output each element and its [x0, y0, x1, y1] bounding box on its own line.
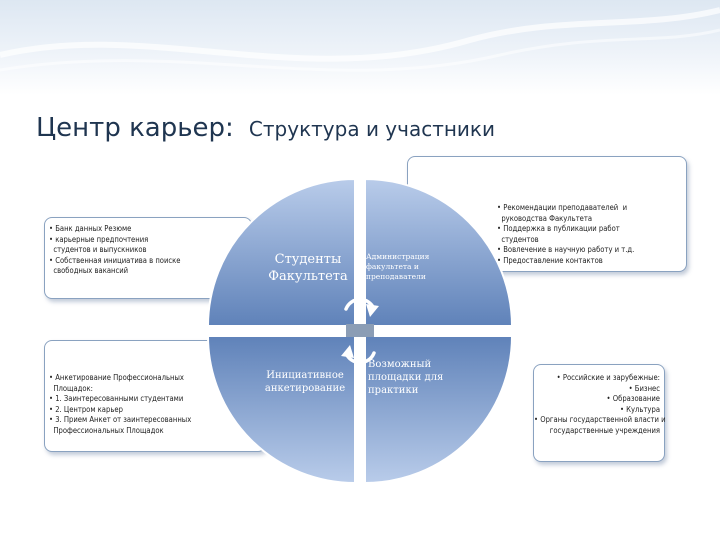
- list-item: • 1. Заинтересованными студентами: [49, 394, 184, 403]
- list-item: студентов: [497, 234, 539, 244]
- list-item: • Вовлечение в научную работу и т.д.: [497, 245, 635, 254]
- list-item: Площадок:: [49, 383, 93, 393]
- list-item: • Рекомендации преподавателей и: [497, 203, 628, 212]
- quadrant-top-left-shape: [206, 177, 356, 327]
- title-main: Центр карьер:: [36, 113, 234, 143]
- list-item: • Предоставление контактов: [497, 255, 603, 265]
- quadrant-bottom-left-shape: [206, 335, 356, 485]
- header-decoration: [0, 7, 720, 72]
- box-bottom-left-list: • Анкетирование Профессиональных Площадо…: [45, 341, 265, 436]
- quadrant-practice-sites: Возможный площадки для практики: [368, 359, 444, 396]
- cycle-arrow-head-icon: [341, 345, 354, 358]
- list-item: руководства Факультета: [497, 213, 593, 223]
- list-item: свободных вакансий: [49, 266, 129, 275]
- quadrant-survey: Инициативное анкетирование: [264, 370, 346, 394]
- box-practice-sites: • Российские и зарубежные:• Бизнес• Обра…: [533, 364, 666, 462]
- list-item: • Образование: [606, 394, 660, 403]
- list-item: • Культура: [619, 404, 660, 414]
- list-item: • Анкетирование Профессиональных: [49, 373, 184, 382]
- quadrant-bottom-right-shape: [364, 335, 514, 485]
- list-item: государственные учреждения: [545, 425, 660, 435]
- list-item: Профессиональных Площадок: [49, 425, 164, 435]
- center-bar: [346, 324, 374, 337]
- list-item: • Российские и зарубежные:: [556, 373, 660, 382]
- list-item: • Банк данных Резюме: [49, 224, 132, 233]
- box-top-right-list: • Рекомендации преподавателей и руководс…: [408, 157, 686, 266]
- list-item: • карьерные предпочтения: [49, 234, 149, 244]
- box-top-left-list: • Банк данных Резюме• карьерные предпочт…: [45, 218, 251, 277]
- cycle-arrow-head-icon: [366, 304, 379, 317]
- quadrant-students: Студенты Факультета: [268, 252, 348, 284]
- list-item: • 2. Центром карьер: [49, 404, 123, 414]
- quadrant-top-right-shape: [364, 177, 514, 327]
- list-item: студентов и выпускников: [49, 245, 147, 254]
- box-bottom-right-list: • Российские и зарубежные:• Бизнес• Обра…: [534, 365, 666, 436]
- title-subtitle: Структура и участники: [248, 117, 496, 141]
- slide-title: Центр карьер: Структура и участники: [36, 113, 495, 143]
- list-item: • Бизнес: [628, 383, 660, 393]
- quadrant-administration: Администрация факультета и преподаватели: [366, 252, 430, 281]
- list-item: • Поддержка в публикации работ: [497, 224, 620, 233]
- header-band: [0, 0, 720, 95]
- list-item: • Собственная инициатива в поиске: [49, 255, 181, 265]
- list-item: • 3. Прием Анкет от заинтересованных: [49, 415, 192, 424]
